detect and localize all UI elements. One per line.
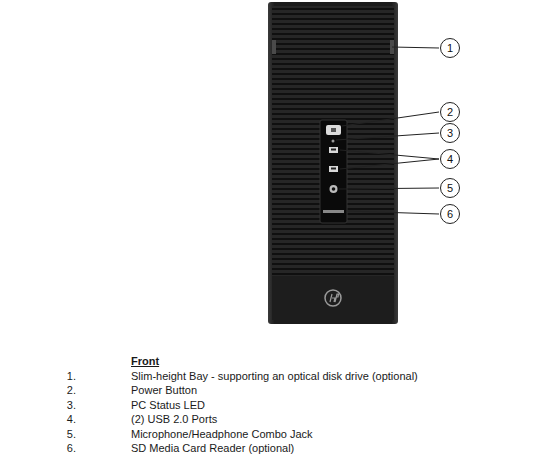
audio-jack-hole [332,187,336,191]
list-item: SD Media Card Reader (optional) [131,442,294,455]
bay-notch [272,40,276,54]
list-item: Slim-height Bay - supporting an optical … [131,370,418,383]
callout-circle: 3 [440,123,460,143]
list-number: 6. [46,442,76,455]
callout-circle: 2 [440,102,460,122]
callout-number: 5 [447,183,453,194]
sd-slot [323,210,344,213]
power-button [326,125,341,135]
list-item: Microphone/Headphone Combo Jack [131,428,313,441]
usb-slot [331,149,336,151]
usb-port [329,166,338,172]
callout-circle: 1 [440,38,460,58]
power-icon [331,128,336,132]
status-led [332,140,335,143]
callout-circle: 5 [440,178,460,198]
callout-number: 4 [447,154,453,165]
callout-circle: 4 [440,149,460,169]
list-item: PC Status LED [131,399,205,412]
list-number: 5. [46,428,76,441]
bottom-panel [272,276,394,320]
list-item: Power Button [131,384,197,397]
list-number: 2. [46,384,76,397]
callout-number: 1 [447,43,453,54]
usb-slot [331,168,336,170]
callout-circle: 6 [440,204,460,224]
front-grille [272,6,394,276]
tower-body [268,2,398,324]
hp-logo [325,290,341,306]
leader-lines [336,47,439,214]
section-heading: Front [131,355,159,368]
usb-port [329,147,338,153]
callout-number: 3 [447,128,453,139]
io-panel [320,120,347,223]
list-number: 1. [46,370,76,383]
list-item: (2) USB 2.0 Ports [131,413,217,426]
list-number: 4. [46,413,76,426]
hp-logo-mark [330,294,339,302]
callout-number: 2 [447,107,453,118]
list-number: 3. [46,399,76,412]
callout-number: 6 [447,209,453,220]
audio-jack [330,185,338,193]
